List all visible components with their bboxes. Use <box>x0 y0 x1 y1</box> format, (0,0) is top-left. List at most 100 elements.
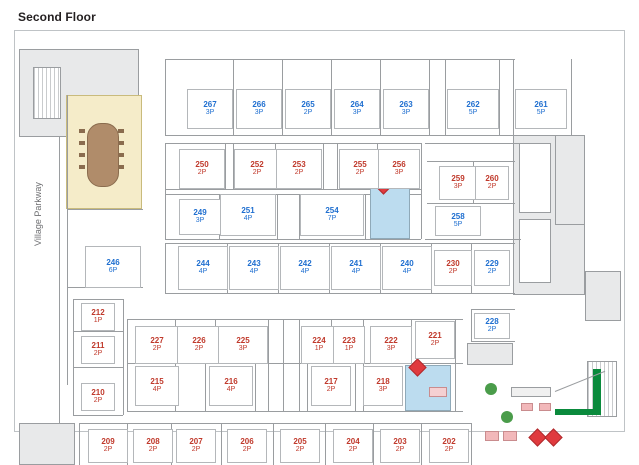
wall-column <box>571 59 572 135</box>
wall-band3-col <box>299 194 300 239</box>
room-253[interactable] <box>276 149 322 189</box>
room-number: 244 <box>196 259 210 268</box>
wall-band5-col <box>307 363 308 411</box>
room-258[interactable] <box>435 206 481 236</box>
room-number: 255 <box>353 160 367 169</box>
room-225[interactable] <box>218 326 268 364</box>
room-capacity: 2P <box>152 345 162 353</box>
wall-band2-col <box>337 143 338 189</box>
room-242[interactable] <box>280 246 330 290</box>
room-number: 218 <box>376 377 390 386</box>
plant-icon <box>501 411 513 423</box>
wall-column <box>445 59 446 135</box>
room-265[interactable] <box>285 89 331 129</box>
room-264[interactable] <box>334 89 380 129</box>
room-number: 258 <box>451 212 465 221</box>
table-seat <box>79 141 85 145</box>
room-260[interactable] <box>475 166 509 200</box>
room-number: 241 <box>349 259 363 268</box>
room-254[interactable] <box>300 194 364 236</box>
table-seat <box>118 141 124 145</box>
room-218[interactable] <box>363 366 403 406</box>
patio-seat <box>485 431 499 441</box>
room-capacity: 4P <box>402 268 412 276</box>
room-244[interactable] <box>178 246 228 290</box>
room-capacity: 2P <box>295 446 305 454</box>
room-number: 216 <box>224 377 238 386</box>
room-number: 240 <box>400 259 414 268</box>
room-252[interactable] <box>234 149 280 189</box>
room-263[interactable] <box>383 89 429 129</box>
wall-band4-col <box>165 243 166 293</box>
wall-left-col-vert <box>73 299 74 415</box>
room-223[interactable] <box>333 326 365 364</box>
room-capacity: 2P <box>252 169 262 177</box>
wall-band2-col <box>165 143 166 239</box>
room-240[interactable] <box>382 246 432 290</box>
map-marker-lobby-b[interactable] <box>544 428 563 447</box>
room-241[interactable] <box>331 246 381 290</box>
wall-left-col-top <box>73 299 123 300</box>
room-217[interactable] <box>311 366 351 406</box>
room-number: 264 <box>350 100 364 109</box>
wall-band6-col <box>221 423 222 465</box>
highlight-room-257[interactable] <box>370 183 410 239</box>
table-seat <box>79 129 85 133</box>
room-267[interactable] <box>187 89 233 129</box>
wall-column <box>429 59 430 135</box>
room-211[interactable] <box>81 336 115 364</box>
room-210[interactable] <box>81 383 115 411</box>
room-226[interactable] <box>177 326 221 364</box>
room-230[interactable] <box>434 250 472 286</box>
room-256[interactable] <box>378 149 420 189</box>
room-246[interactable] <box>85 246 141 288</box>
table-seat <box>79 165 85 169</box>
wall-band6-col <box>325 423 326 465</box>
wall-column <box>499 59 500 135</box>
room-266[interactable] <box>236 89 282 129</box>
room-251[interactable] <box>220 194 276 236</box>
room-capacity: 2P <box>93 397 103 405</box>
room-228[interactable] <box>474 313 510 339</box>
room-262[interactable] <box>447 89 499 129</box>
room-capacity: 4P <box>300 268 310 276</box>
wall-left-col-mid <box>73 331 123 332</box>
wall-band4-bottom <box>165 293 515 294</box>
wall-228-col <box>471 309 472 341</box>
room-229[interactable] <box>474 250 510 286</box>
room-number: 207 <box>189 437 203 446</box>
room-221[interactable] <box>415 321 455 359</box>
room-number: 205 <box>293 437 307 446</box>
room-261[interactable] <box>515 89 567 129</box>
room-capacity: 4P <box>152 386 162 394</box>
room-222[interactable] <box>370 326 412 364</box>
green-accent-horizontal <box>555 409 601 415</box>
room-216[interactable] <box>209 366 253 406</box>
room-224[interactable] <box>301 326 337 364</box>
table-seat <box>79 153 85 157</box>
room-250[interactable] <box>179 149 225 189</box>
floor-plan-canvas[interactable]: Village Parkway <box>14 30 625 465</box>
room-capacity: 3P <box>195 217 205 225</box>
wall-band4-top <box>165 243 515 244</box>
room-capacity: 4P <box>351 268 361 276</box>
stair-hatch-right <box>587 361 617 417</box>
room-capacity: 3P <box>401 109 411 117</box>
room-capacity: 3P <box>254 109 264 117</box>
room-215[interactable] <box>135 366 179 406</box>
wall-midright3 <box>427 161 515 162</box>
room-243[interactable] <box>229 246 279 290</box>
room-227[interactable] <box>135 326 179 364</box>
room-212[interactable] <box>81 303 115 331</box>
room-number: 217 <box>324 377 338 386</box>
room-number: 262 <box>466 100 480 109</box>
wall-midright2 <box>425 239 521 240</box>
